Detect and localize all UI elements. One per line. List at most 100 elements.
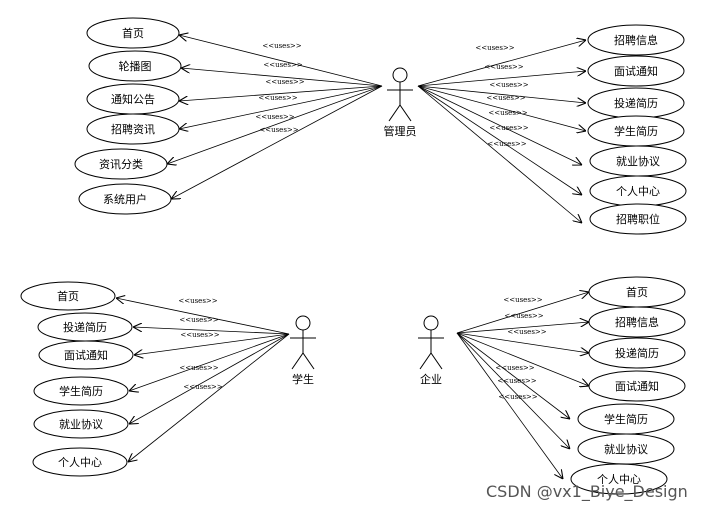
admin-case-0-ellipse xyxy=(86,17,180,49)
admin-actor-right-leg xyxy=(399,104,412,122)
company-case-0-label: 首页 xyxy=(626,285,648,299)
student-actor: 学生 xyxy=(290,315,316,386)
student-2-uses-label: <<uses>> xyxy=(180,331,219,339)
admin-right-case-6-ellipse xyxy=(589,203,687,235)
company-case-0: 首页 xyxy=(588,276,686,308)
admin-left-0-association xyxy=(179,35,383,87)
admin-left-4-association xyxy=(167,85,383,164)
admin-left-3-uses-label: <<uses>> xyxy=(258,94,297,102)
admin-case-4: 资讯分类 xyxy=(74,148,168,180)
admin-right-4-uses-label: <<uses>> xyxy=(488,109,527,117)
student-actor-name: 学生 xyxy=(292,372,314,386)
admin-right-case-6-label: 招聘职位 xyxy=(616,212,660,226)
admin-left-1-uses-label: <<uses>> xyxy=(263,61,302,69)
admin-right-case-4: 就业协议 xyxy=(589,145,687,177)
admin-left-5-association xyxy=(171,85,383,199)
admin-case-1-ellipse xyxy=(88,50,182,82)
admin-case-4-ellipse xyxy=(74,148,168,180)
admin-right-2-uses-label: <<uses>> xyxy=(489,81,528,89)
admin-actor-name: 管理员 xyxy=(384,124,417,138)
student-2-association xyxy=(134,333,290,355)
student-case-4-label: 就业协议 xyxy=(59,417,103,431)
company-case-6-label: 个人中心 xyxy=(597,473,641,486)
company-4-association xyxy=(456,332,570,419)
company-4-uses-label: <<uses>> xyxy=(497,377,536,385)
student-case-2-ellipse xyxy=(38,340,134,370)
company-5-association xyxy=(456,332,570,449)
admin-right-1-uses-label: <<uses>> xyxy=(484,63,523,71)
company-actor: 企业 xyxy=(418,315,444,386)
student-1-uses-label: <<uses>> xyxy=(179,316,218,324)
company-actor-left-leg xyxy=(419,352,432,370)
company-case-1: 招聘信息 xyxy=(588,306,686,338)
student-case-2-label: 面试通知 xyxy=(64,348,108,362)
admin-right-case-0: 招聘信息 xyxy=(587,24,685,56)
admin-case-1: 轮播图 xyxy=(88,50,182,82)
admin-right-case-3-label: 学生简历 xyxy=(614,124,658,138)
admin-left-3-association xyxy=(179,85,383,129)
admin-left-4-uses-label: <<uses>> xyxy=(255,113,294,121)
student-3-uses-label: <<uses>> xyxy=(179,364,218,372)
student-4-uses-label: <<uses>> xyxy=(183,383,222,391)
company-case-5-label: 就业协议 xyxy=(604,442,648,456)
admin-actor: 管理员 xyxy=(384,67,417,138)
watermark: CSDN @vx1_Biye_Design xyxy=(486,482,688,501)
company-1-uses-label: <<uses>> xyxy=(504,312,543,320)
admin-case-3-label: 招聘资讯 xyxy=(111,122,155,136)
company-case-3-label: 面试通知 xyxy=(615,379,659,393)
admin-right-case-0-label: 招聘信息 xyxy=(614,33,658,47)
company-case-6-ellipse xyxy=(570,463,668,495)
admin-case-0: 首页 xyxy=(86,17,180,49)
student-actor-left-leg xyxy=(291,352,304,370)
company-case-1-ellipse xyxy=(588,306,686,338)
admin-case-2: 通知公告 xyxy=(86,83,180,115)
admin-left-1-association xyxy=(181,68,383,87)
student-5-association xyxy=(128,333,290,462)
admin-case-5-ellipse xyxy=(78,183,172,215)
student-case-5-label: 个人中心 xyxy=(58,456,102,469)
admin-right-3-uses-label: <<uses>> xyxy=(486,94,525,102)
admin-case-5-label: 系统用户 xyxy=(103,192,147,206)
company-case-2-label: 投递简历 xyxy=(615,346,659,360)
admin-case-3-ellipse xyxy=(86,113,180,145)
company-3-uses-label: <<uses>> xyxy=(495,364,534,372)
admin-right-case-5-label: 个人中心 xyxy=(616,185,660,198)
admin-actor-head xyxy=(392,67,408,83)
student-case-5: 个人中心 xyxy=(32,447,128,477)
company-2-uses-label: <<uses>> xyxy=(507,328,546,336)
admin-right-2-association xyxy=(417,85,586,103)
student-0-association xyxy=(116,298,290,335)
admin-right-3-association xyxy=(417,85,586,131)
company-case-4: 学生简历 xyxy=(577,403,675,435)
admin-right-case-6: 招聘职位 xyxy=(589,203,687,235)
admin-right-0-association xyxy=(417,40,586,87)
student-case-5-ellipse xyxy=(32,447,128,477)
student-case-0: 首页 xyxy=(20,281,116,311)
admin-right-4-association xyxy=(417,85,582,165)
company-5-uses-label: <<uses>> xyxy=(498,393,537,401)
company-0-association xyxy=(456,292,589,334)
admin-right-case-2-label: 投递简历 xyxy=(614,96,658,110)
student-case-4-ellipse xyxy=(33,409,129,439)
admin-right-1-association xyxy=(417,71,586,87)
student-case-0-label: 首页 xyxy=(57,289,79,303)
admin-case-0-label: 首页 xyxy=(122,26,144,40)
company-case-3: 面试通知 xyxy=(588,370,686,402)
admin-case-1-label: 轮播图 xyxy=(119,59,152,73)
company-case-3-ellipse xyxy=(588,370,686,402)
admin-right-6-uses-label: <<uses>> xyxy=(487,140,526,148)
admin-right-5-uses-label: <<uses>> xyxy=(489,124,528,132)
admin-case-5: 系统用户 xyxy=(78,183,172,215)
company-case-2: 投递简历 xyxy=(588,337,686,369)
company-6-association xyxy=(456,332,563,479)
admin-right-case-0-ellipse xyxy=(587,24,685,56)
company-case-2-ellipse xyxy=(588,337,686,369)
company-2-association xyxy=(456,332,589,353)
student-4-association xyxy=(129,333,290,424)
admin-left-2-association xyxy=(179,85,383,101)
student-case-1-label: 投递简历 xyxy=(63,320,107,334)
student-case-3: 学生简历 xyxy=(33,376,129,406)
student-case-4: 就业协议 xyxy=(33,409,129,439)
admin-case-2-label: 通知公告 xyxy=(111,92,155,106)
